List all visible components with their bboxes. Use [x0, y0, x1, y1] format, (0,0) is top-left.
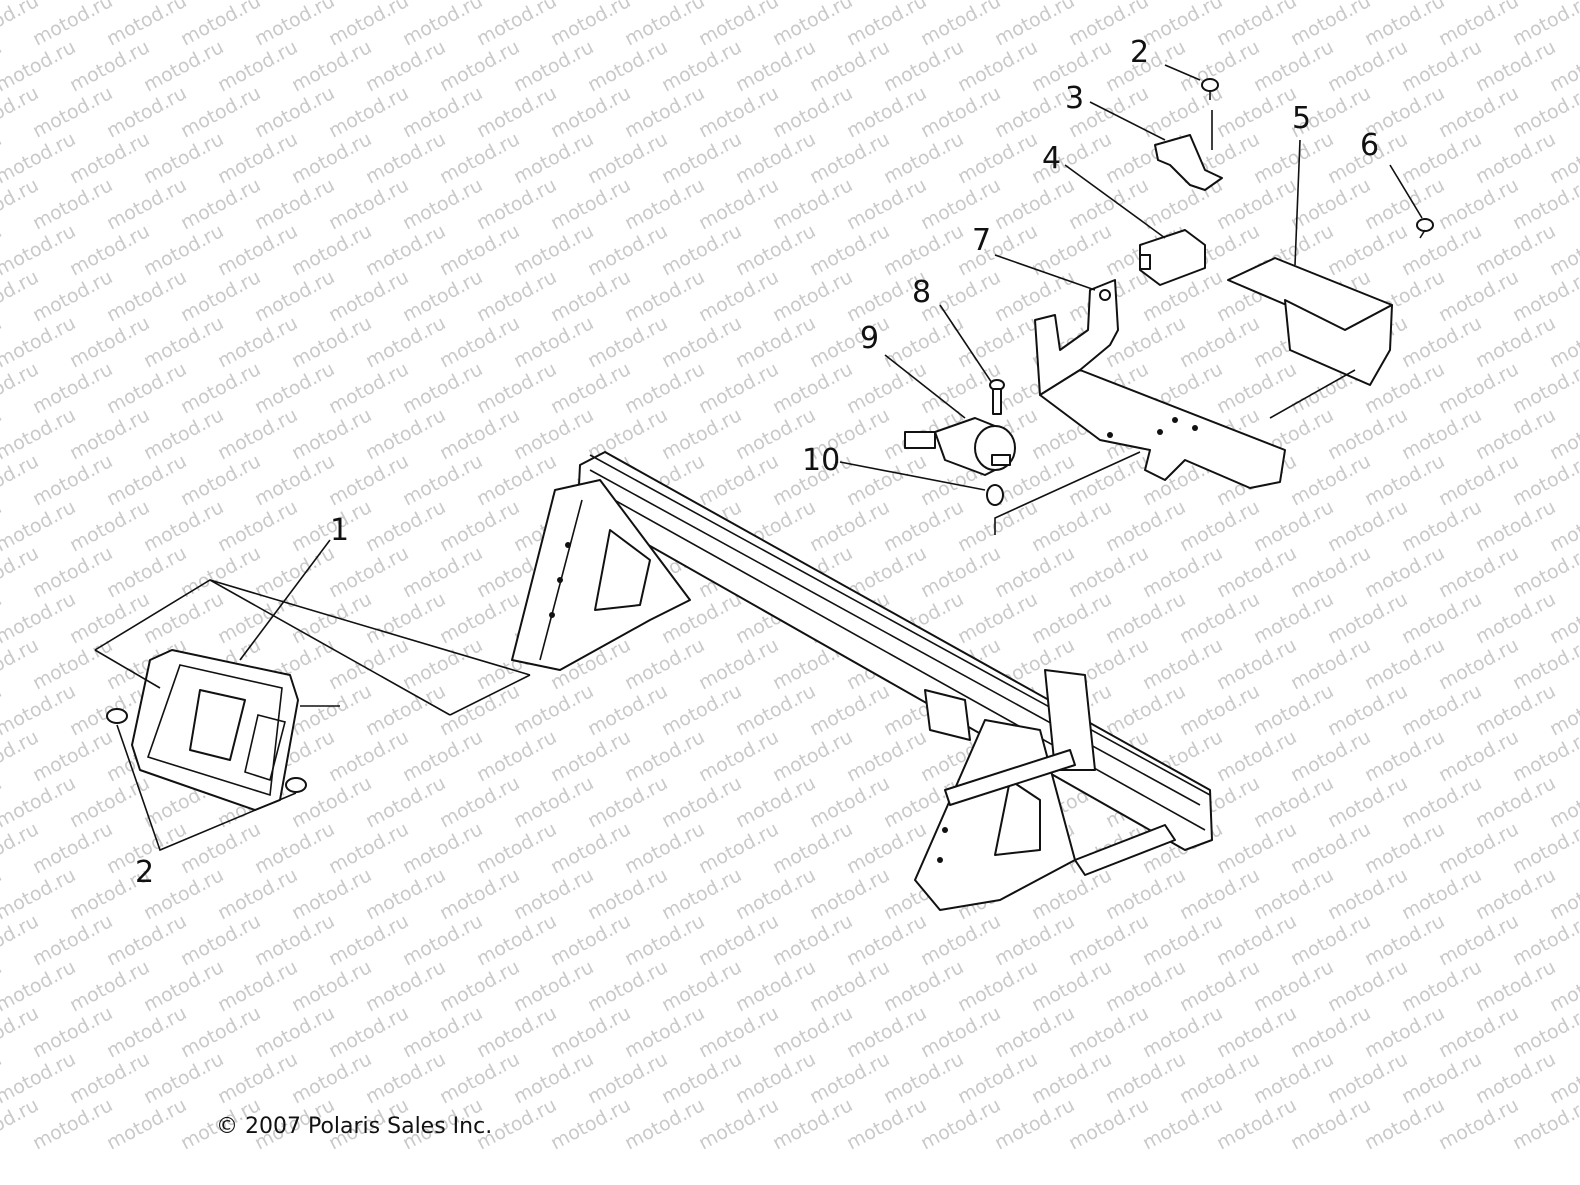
- watermark-text: motod.ru: [769, 0, 856, 50]
- copyright-notice: © 2007 Polaris Sales Inc.: [216, 1114, 493, 1139]
- watermark-text: motod.ru: [695, 0, 782, 50]
- watermark-text: motod.ru: [621, 0, 708, 50]
- part-3-clip: [1089, 101, 1223, 191]
- callout-4: 4: [1042, 141, 1061, 176]
- part-1-cover: [94, 539, 531, 811]
- callout-5: 5: [1292, 101, 1311, 136]
- callout-8: 8: [912, 275, 931, 310]
- callout-3: 3: [1065, 81, 1084, 116]
- watermark-text: motod.ru: [917, 0, 1004, 50]
- watermark-text: motod.ru: [1435, 0, 1522, 50]
- callout-7: 7: [972, 223, 991, 258]
- watermark-text: motod.ru: [1287, 0, 1374, 50]
- callout-9: 9: [860, 321, 879, 356]
- part-2-screw-top: [1164, 64, 1219, 100]
- part-5-panel: [1227, 139, 1393, 419]
- part-9-sensor: [884, 354, 1016, 476]
- watermark-text: motod.ru: [1213, 0, 1300, 50]
- frame-mount-left: [511, 479, 691, 671]
- callout-6: 6: [1360, 128, 1379, 163]
- watermark-text: motod.ru: [473, 0, 560, 50]
- part-8-bolt: [939, 304, 1005, 415]
- watermark-text: motod.ru: [1139, 0, 1226, 50]
- watermark-text: motod.ru: [991, 0, 1078, 50]
- watermark-text: motod.ru: [177, 0, 264, 50]
- part-4-module: [1064, 164, 1206, 286]
- watermark-text: motod.ru: [251, 0, 338, 50]
- part-2-screws-left: [106, 708, 307, 852]
- callout-10: 10: [802, 443, 840, 478]
- part-7-bracket: [994, 254, 1286, 535]
- part-6-screw: [1389, 164, 1434, 239]
- watermark-text: motod.ru: [843, 0, 930, 50]
- watermark-text: motod.ru: [103, 0, 190, 50]
- watermark-text: motod.ru: [1509, 1094, 1580, 1154]
- watermark-text: motod.ru: [547, 0, 634, 50]
- callout-2-left: 2: [135, 855, 154, 890]
- watermark-text: motod.ru: [29, 0, 116, 50]
- watermark-text: motod.ru: [1361, 0, 1448, 50]
- watermark-text: motod.ru: [399, 0, 486, 50]
- callout-2-top: 2: [1130, 35, 1149, 70]
- callout-1: 1: [330, 513, 349, 548]
- part-10-nut: [839, 461, 1004, 506]
- watermark-text: motod.ru: [325, 0, 412, 50]
- frame-mount-right: [914, 669, 1176, 911]
